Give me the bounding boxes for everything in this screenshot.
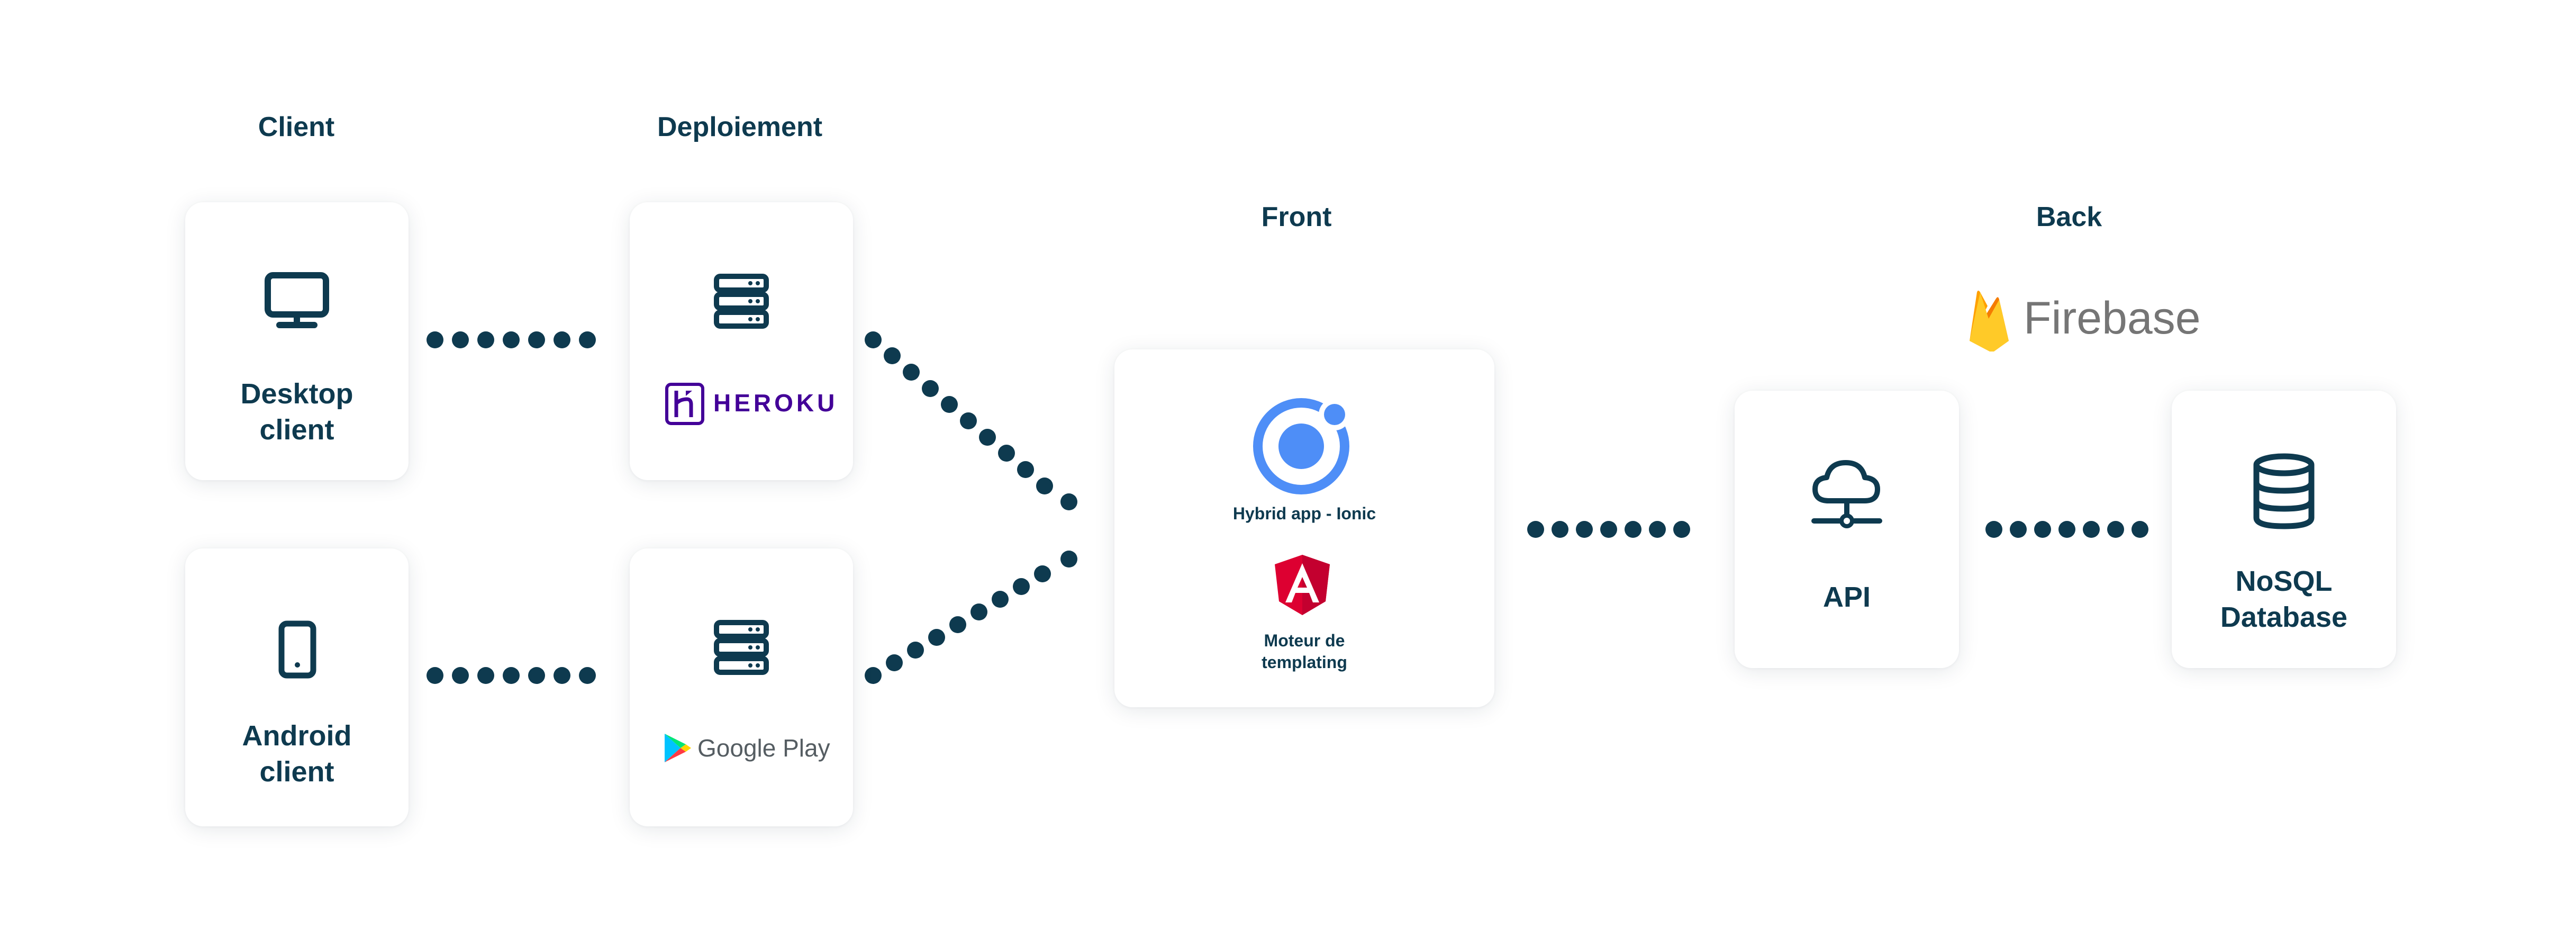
front-card: Hybrid app - Ionic Moteur de templating: [1114, 349, 1494, 707]
connector-googleplay-front: [865, 551, 1077, 684]
server-icon: [713, 619, 769, 675]
desktop-client-card: Desktop client: [185, 202, 409, 480]
templating-label: Moteur de templating: [1262, 631, 1347, 672]
monitor-icon: [264, 271, 330, 329]
connector-heroku-front: [865, 331, 1077, 510]
column-title-client: Client: [258, 112, 335, 142]
nosql-database-label: NoSQL Database: [2220, 565, 2348, 633]
smartphone-icon: [275, 620, 320, 679]
column-title-back: Back: [2036, 202, 2102, 232]
hybrid-app-label: Hybrid app - Ionic: [1232, 504, 1376, 523]
database-icon: [2251, 453, 2317, 529]
firebase-text: Firebase: [2024, 293, 2201, 344]
nosql-database-card: NoSQL Database: [2172, 391, 2396, 668]
api-label: API: [1822, 581, 1871, 613]
connector-desktop-heroku: [427, 331, 596, 348]
api-card: API: [1735, 391, 1959, 668]
google-play-text: Google Play: [697, 734, 830, 762]
heroku-logo: [665, 382, 705, 426]
heroku-card: HEROKU: [630, 202, 853, 480]
android-client-label: Android client: [242, 720, 352, 788]
connector-api-database: [1985, 521, 2148, 538]
angular-logo: [1273, 554, 1332, 616]
firebase-flame-logo: [1965, 288, 2013, 352]
android-client-card: Android client: [185, 548, 409, 826]
heroku-text: HEROKU: [713, 389, 838, 417]
google-play-card: Google Play: [630, 548, 853, 826]
ionic-logo: [1250, 392, 1356, 498]
connector-front-api: [1527, 521, 1690, 538]
column-title-front: Front: [1261, 202, 1332, 232]
cloud-network-icon: [1810, 456, 1884, 530]
server-icon: [713, 273, 769, 329]
connector-android-googleplay: [427, 667, 596, 684]
column-title-deploiement: Deploiement: [657, 112, 823, 142]
desktop-client-label: Desktop client: [240, 378, 353, 446]
google-play-logo: [663, 732, 692, 764]
